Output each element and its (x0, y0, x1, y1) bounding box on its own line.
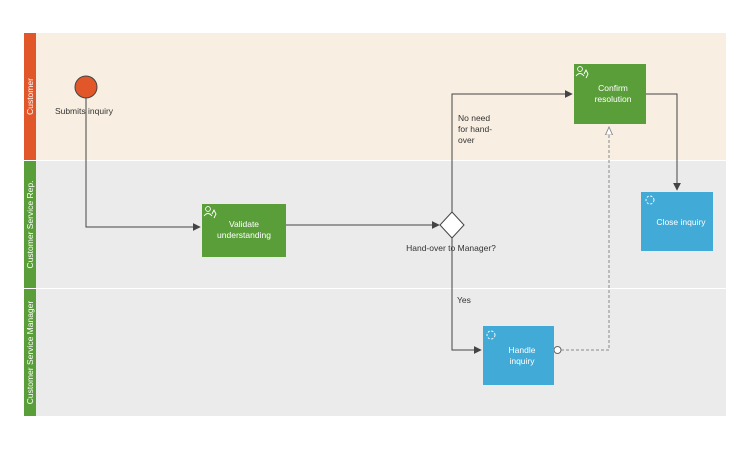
flow-label-no-line3: over (458, 135, 475, 145)
message-flow-handle-to-confirm[interactable] (561, 127, 609, 351)
lane-label-customer: Customer (25, 78, 35, 115)
start-event[interactable] (74, 75, 98, 99)
lane-label-customer-service-rep: Customer Service Rep. (25, 181, 35, 269)
lane-customer-service-manager[interactable] (36, 289, 726, 416)
task-validate-understanding[interactable]: Validate understanding (202, 204, 286, 257)
flow-label-no-line1: No need (458, 113, 490, 123)
task-validate-label-line2: understanding (217, 230, 271, 240)
exclusive-gateway[interactable] (439, 211, 465, 239)
user-task-icon (575, 66, 589, 79)
lane-header-customer[interactable] (24, 33, 36, 160)
lane-label-customer-service-manager: Customer Service Manager (25, 301, 35, 405)
task-confirm-resolution[interactable]: Confirm resolution (574, 64, 646, 124)
task-handle-inquiry[interactable]: Handle inquiry (483, 326, 554, 385)
task-confirm-label-line2: resolution (595, 94, 632, 104)
flow-start-to-validate[interactable] (85, 98, 201, 231)
user-task-icon (203, 206, 217, 219)
refresh-icon (486, 330, 496, 340)
refresh-icon (645, 195, 655, 205)
task-close-label-line1: Close inquiry (656, 217, 706, 227)
start-event-label: Submits inquiry (55, 106, 114, 116)
message-flow-origin (553, 346, 562, 354)
flow-confirm-to-close[interactable] (646, 93, 681, 191)
task-handle-label-line2: inquiry (509, 356, 535, 366)
flow-gateway-to-handle[interactable] (451, 238, 482, 354)
flow-label-yes: Yes (457, 295, 471, 305)
flow-gateway-to-confirm[interactable] (451, 90, 573, 212)
lane-header-customer-service-manager[interactable] (24, 289, 36, 416)
flow-label-no-line2: for hand- (458, 124, 492, 134)
gateway-label: Hand-over to Manager? (406, 243, 496, 253)
task-validate-label-line1: Validate (229, 219, 259, 229)
task-close-inquiry[interactable]: Close inquiry (641, 192, 713, 251)
task-handle-label-line1: Handle (509, 345, 536, 355)
task-confirm-label-line1: Confirm (598, 83, 628, 93)
lane-header-customer-service-rep[interactable] (24, 161, 36, 288)
